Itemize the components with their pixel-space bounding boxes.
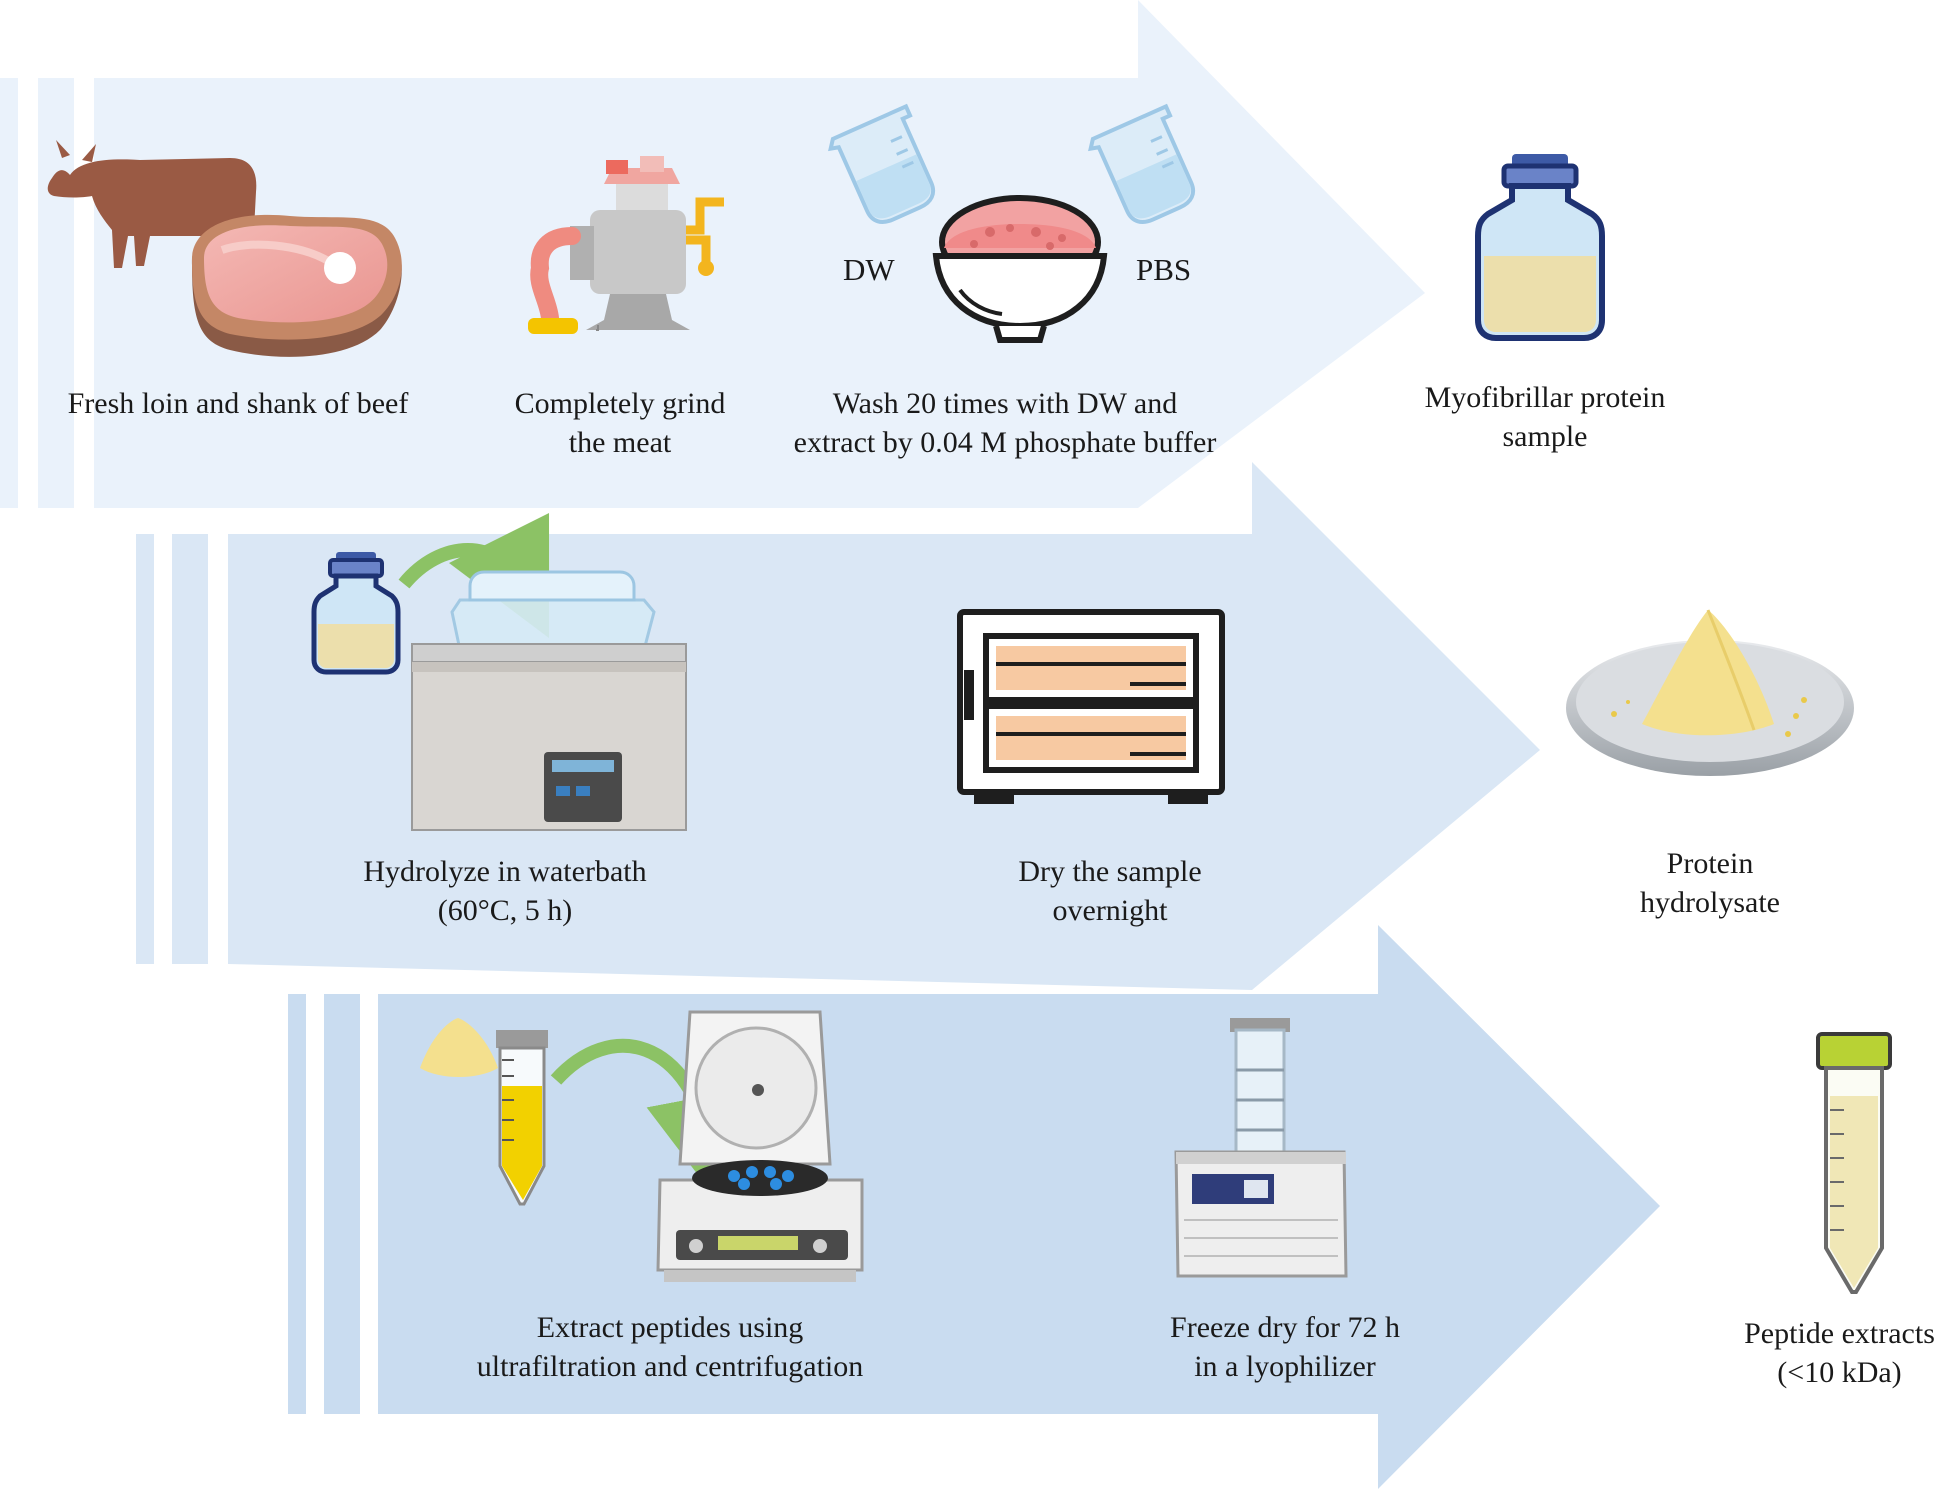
- cow-icon: [47, 140, 257, 268]
- step-label-line: (60°C, 5 h): [437, 894, 573, 927]
- step-label-line: overnight: [1052, 894, 1168, 927]
- step-label-dry: Dry the sample overnight: [960, 852, 1260, 930]
- step-label-line: Protein: [1666, 847, 1754, 880]
- centrifuge-icon: [656, 1010, 864, 1282]
- powder-pile-icon: [420, 1018, 498, 1077]
- process-arrow-row1: [0, 0, 1425, 508]
- step-label-wash: Wash 20 times with DW and extract by 0.0…: [770, 384, 1240, 462]
- peptide-tube-icon: [1816, 1032, 1892, 1294]
- step-label-line: Myofibrillar protein: [1424, 381, 1666, 414]
- process-arrow-row3: [288, 925, 1660, 1489]
- step-label-extract: Extract peptides using ultrafiltration a…: [440, 1308, 900, 1386]
- step-label-line: the meat: [568, 426, 672, 459]
- step-label-line: extract by 0.04 M phosphate buffer: [793, 426, 1217, 459]
- meat-grinder-icon: [528, 156, 724, 334]
- beaker-label-dw: DW: [843, 252, 895, 287]
- step-label-line: Freeze dry for 72 h: [1170, 1311, 1400, 1344]
- step-label-freeze: Freeze dry for 72 h in a lyophilizer: [1130, 1308, 1440, 1386]
- beaker-icon: [828, 103, 936, 224]
- beaker-label-pbs: PBS: [1136, 252, 1192, 287]
- step-label-line: sample: [1502, 420, 1588, 453]
- drying-oven-icon: [957, 609, 1225, 804]
- minced-meat-bowl-icon: [932, 195, 1108, 343]
- conical-tube-icon: [496, 1030, 548, 1206]
- step-label-hydrolyze: Hydrolyze in waterbath (60°C, 5 h): [330, 852, 680, 930]
- step-label-line: in a lyophilizer: [1194, 1350, 1376, 1383]
- waterbath-icon: [411, 570, 687, 831]
- step-label-line: Dry the sample: [1018, 855, 1202, 888]
- sample-bottle-icon: [311, 552, 401, 675]
- step-label-beef: Fresh loin and shank of beef: [38, 384, 438, 423]
- step-label-line: Fresh loin and shank of beef: [67, 387, 409, 420]
- step-label-line: hydrolysate: [1640, 886, 1780, 919]
- step-label-grind: Completely grind the meat: [480, 384, 760, 462]
- sample-bottle-icon: [1475, 154, 1605, 341]
- step-label-myofibrillar: Myofibrillar protein sample: [1390, 378, 1700, 456]
- step-label-line: Extract peptides using: [536, 1311, 804, 1344]
- beaker-icon: [1088, 103, 1196, 224]
- meat-steak-icon: [191, 214, 402, 357]
- step-label-hydrolysate: Protein hydrolysate: [1570, 844, 1850, 922]
- lyophilizer-icon: [1174, 1018, 1348, 1278]
- step-label-line: (<10 kDa): [1777, 1356, 1902, 1389]
- step-label-line: Peptide extracts: [1744, 1317, 1935, 1350]
- step-label-line: Wash 20 times with DW and: [832, 387, 1178, 420]
- step-label-peptides: Peptide extracts (<10 kDa): [1726, 1314, 1953, 1392]
- step-label-line: Hydrolyze in waterbath: [363, 855, 647, 888]
- powder-plate-icon: [1566, 609, 1854, 776]
- step-label-line: ultrafiltration and centrifugation: [476, 1350, 864, 1383]
- step-label-line: Completely grind: [514, 387, 726, 420]
